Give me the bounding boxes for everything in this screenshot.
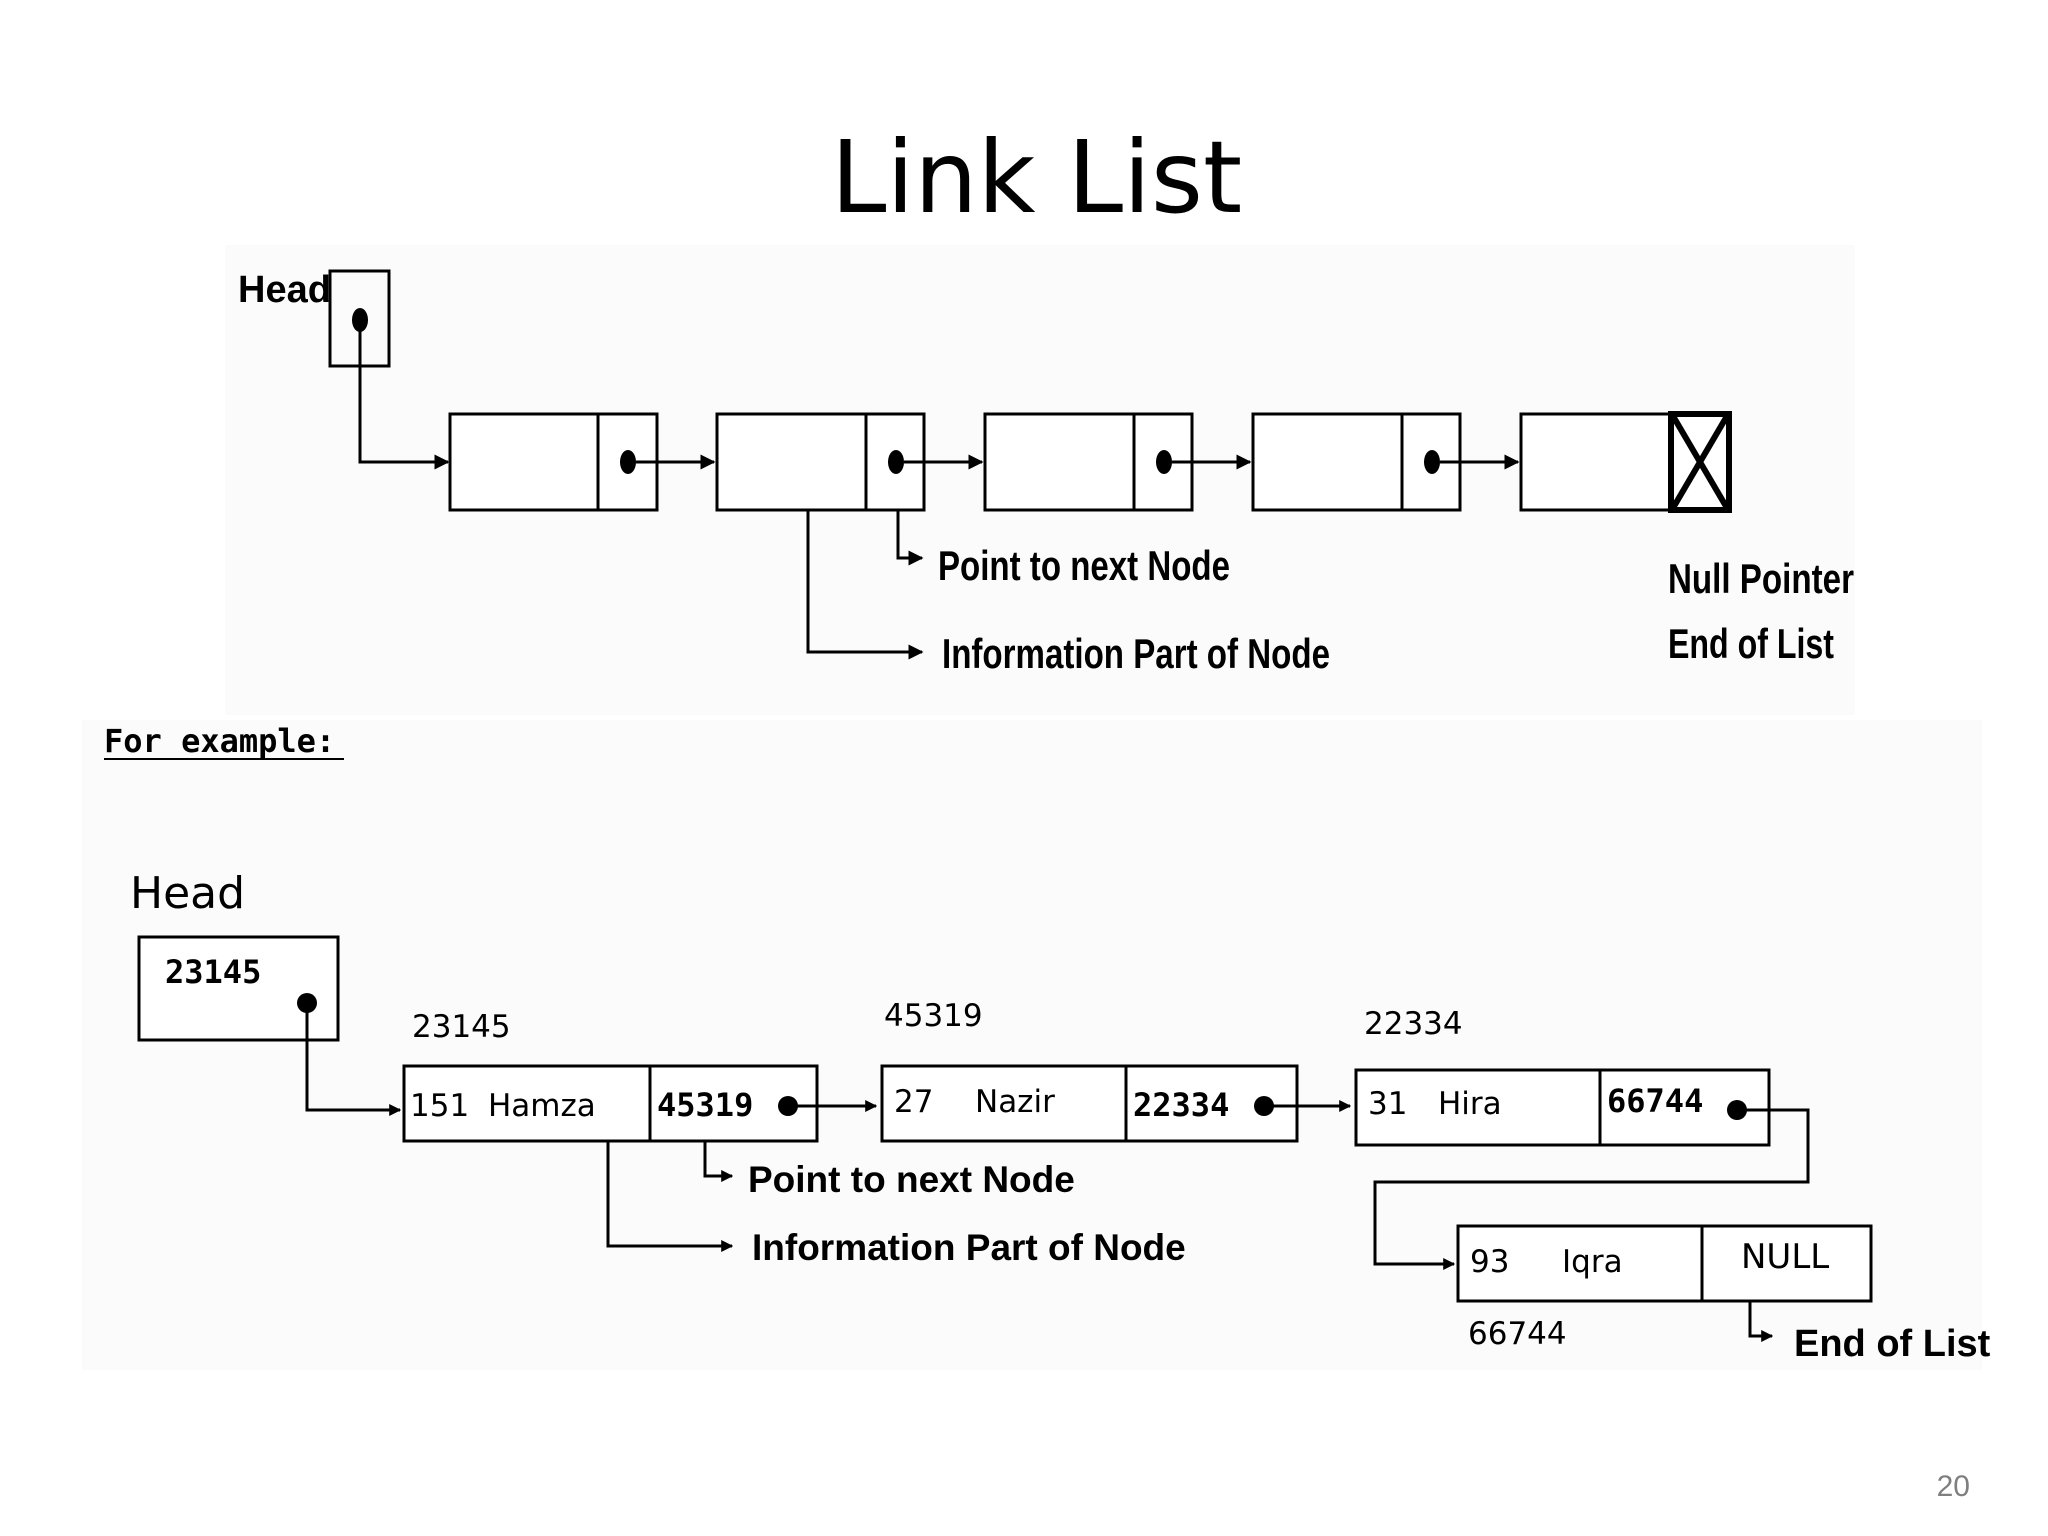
node-info-number: 151 <box>410 1088 469 1124</box>
pointer-dot <box>1727 1100 1747 1120</box>
node-next-value: 66744 <box>1607 1082 1703 1120</box>
node-address: 66744 <box>1468 1316 1567 1352</box>
node-next-value: 22334 <box>1133 1086 1229 1124</box>
information-part-label: Information Part of Node <box>942 630 1330 677</box>
example-heading-text: For example: <box>104 722 335 760</box>
example-head-dot <box>297 993 317 1013</box>
example-head-arrow <box>305 1010 402 1116</box>
next-arrow <box>1373 1108 1810 1270</box>
example-node-4: 93 Iqra NULL 66744 <box>1456 1224 1873 1352</box>
example-point-to-next-label: Point to next Node <box>748 1159 1075 1200</box>
example-node-2: 45319 27 Nazir 22334 <box>880 998 1352 1143</box>
example-node-3: 22334 31 Hira 66744 <box>1354 1006 1810 1270</box>
node-info-name: Hamza <box>488 1088 596 1124</box>
node-info-number: 27 <box>894 1084 933 1120</box>
top-diagram: Head <box>225 245 1855 715</box>
top-node-4 <box>1251 412 1520 512</box>
node-address: 23145 <box>412 1009 511 1045</box>
slide-title: Link List <box>830 119 1243 236</box>
pointer-dot <box>1254 1096 1274 1116</box>
information-part-arrow <box>806 510 924 660</box>
example-information-part-label: Information Part of Node <box>752 1227 1186 1268</box>
pointer-dot <box>1424 450 1440 474</box>
null-pointer-label: Null Pointer <box>1668 555 1854 602</box>
head-arrow <box>358 330 450 470</box>
pointer-dot <box>1156 450 1172 474</box>
node-info-number: 93 <box>1470 1244 1509 1280</box>
top-node-5 <box>1519 411 1732 513</box>
node-next-value: NULL <box>1741 1237 1829 1277</box>
page-number: 20 <box>1936 1470 1970 1503</box>
example-information-part-arrow <box>606 1141 734 1252</box>
node-address: 45319 <box>884 998 983 1034</box>
head-pointer-dot <box>352 308 368 332</box>
example-head-value: 23145 <box>165 953 261 991</box>
example-end-of-list-arrow <box>1748 1301 1774 1342</box>
node-address: 22334 <box>1364 1006 1463 1042</box>
example-head-box <box>137 935 340 1042</box>
example-end-of-list-label: End of List <box>1794 1323 1991 1365</box>
pointer-dot <box>778 1096 798 1116</box>
null-pointer-box <box>1668 411 1732 513</box>
top-node-2 <box>715 412 984 512</box>
point-to-next-label: Point to next Node <box>938 542 1230 589</box>
example-diagram: For example: Head 23145 23145 151 Hamza … <box>82 720 1991 1370</box>
node-info-number: 31 <box>1368 1086 1407 1122</box>
top-node-1 <box>448 412 716 512</box>
example-head-label: Head <box>130 868 245 919</box>
node-info-name: Iqra <box>1562 1244 1623 1280</box>
node-next-value: 45319 <box>657 1086 753 1124</box>
pointer-dot <box>888 450 904 474</box>
head-label: Head <box>238 269 331 311</box>
end-of-list-label: End of List <box>1668 620 1834 667</box>
top-node-3 <box>983 412 1252 512</box>
pointer-dot <box>620 450 636 474</box>
example-point-to-next-arrow <box>703 1141 734 1182</box>
example-node-1: 23145 151 Hamza 45319 <box>402 1009 878 1143</box>
node-info-name: Hira <box>1438 1086 1502 1122</box>
point-to-next-arrow <box>896 510 924 566</box>
node-info-name: Nazir <box>975 1084 1055 1120</box>
